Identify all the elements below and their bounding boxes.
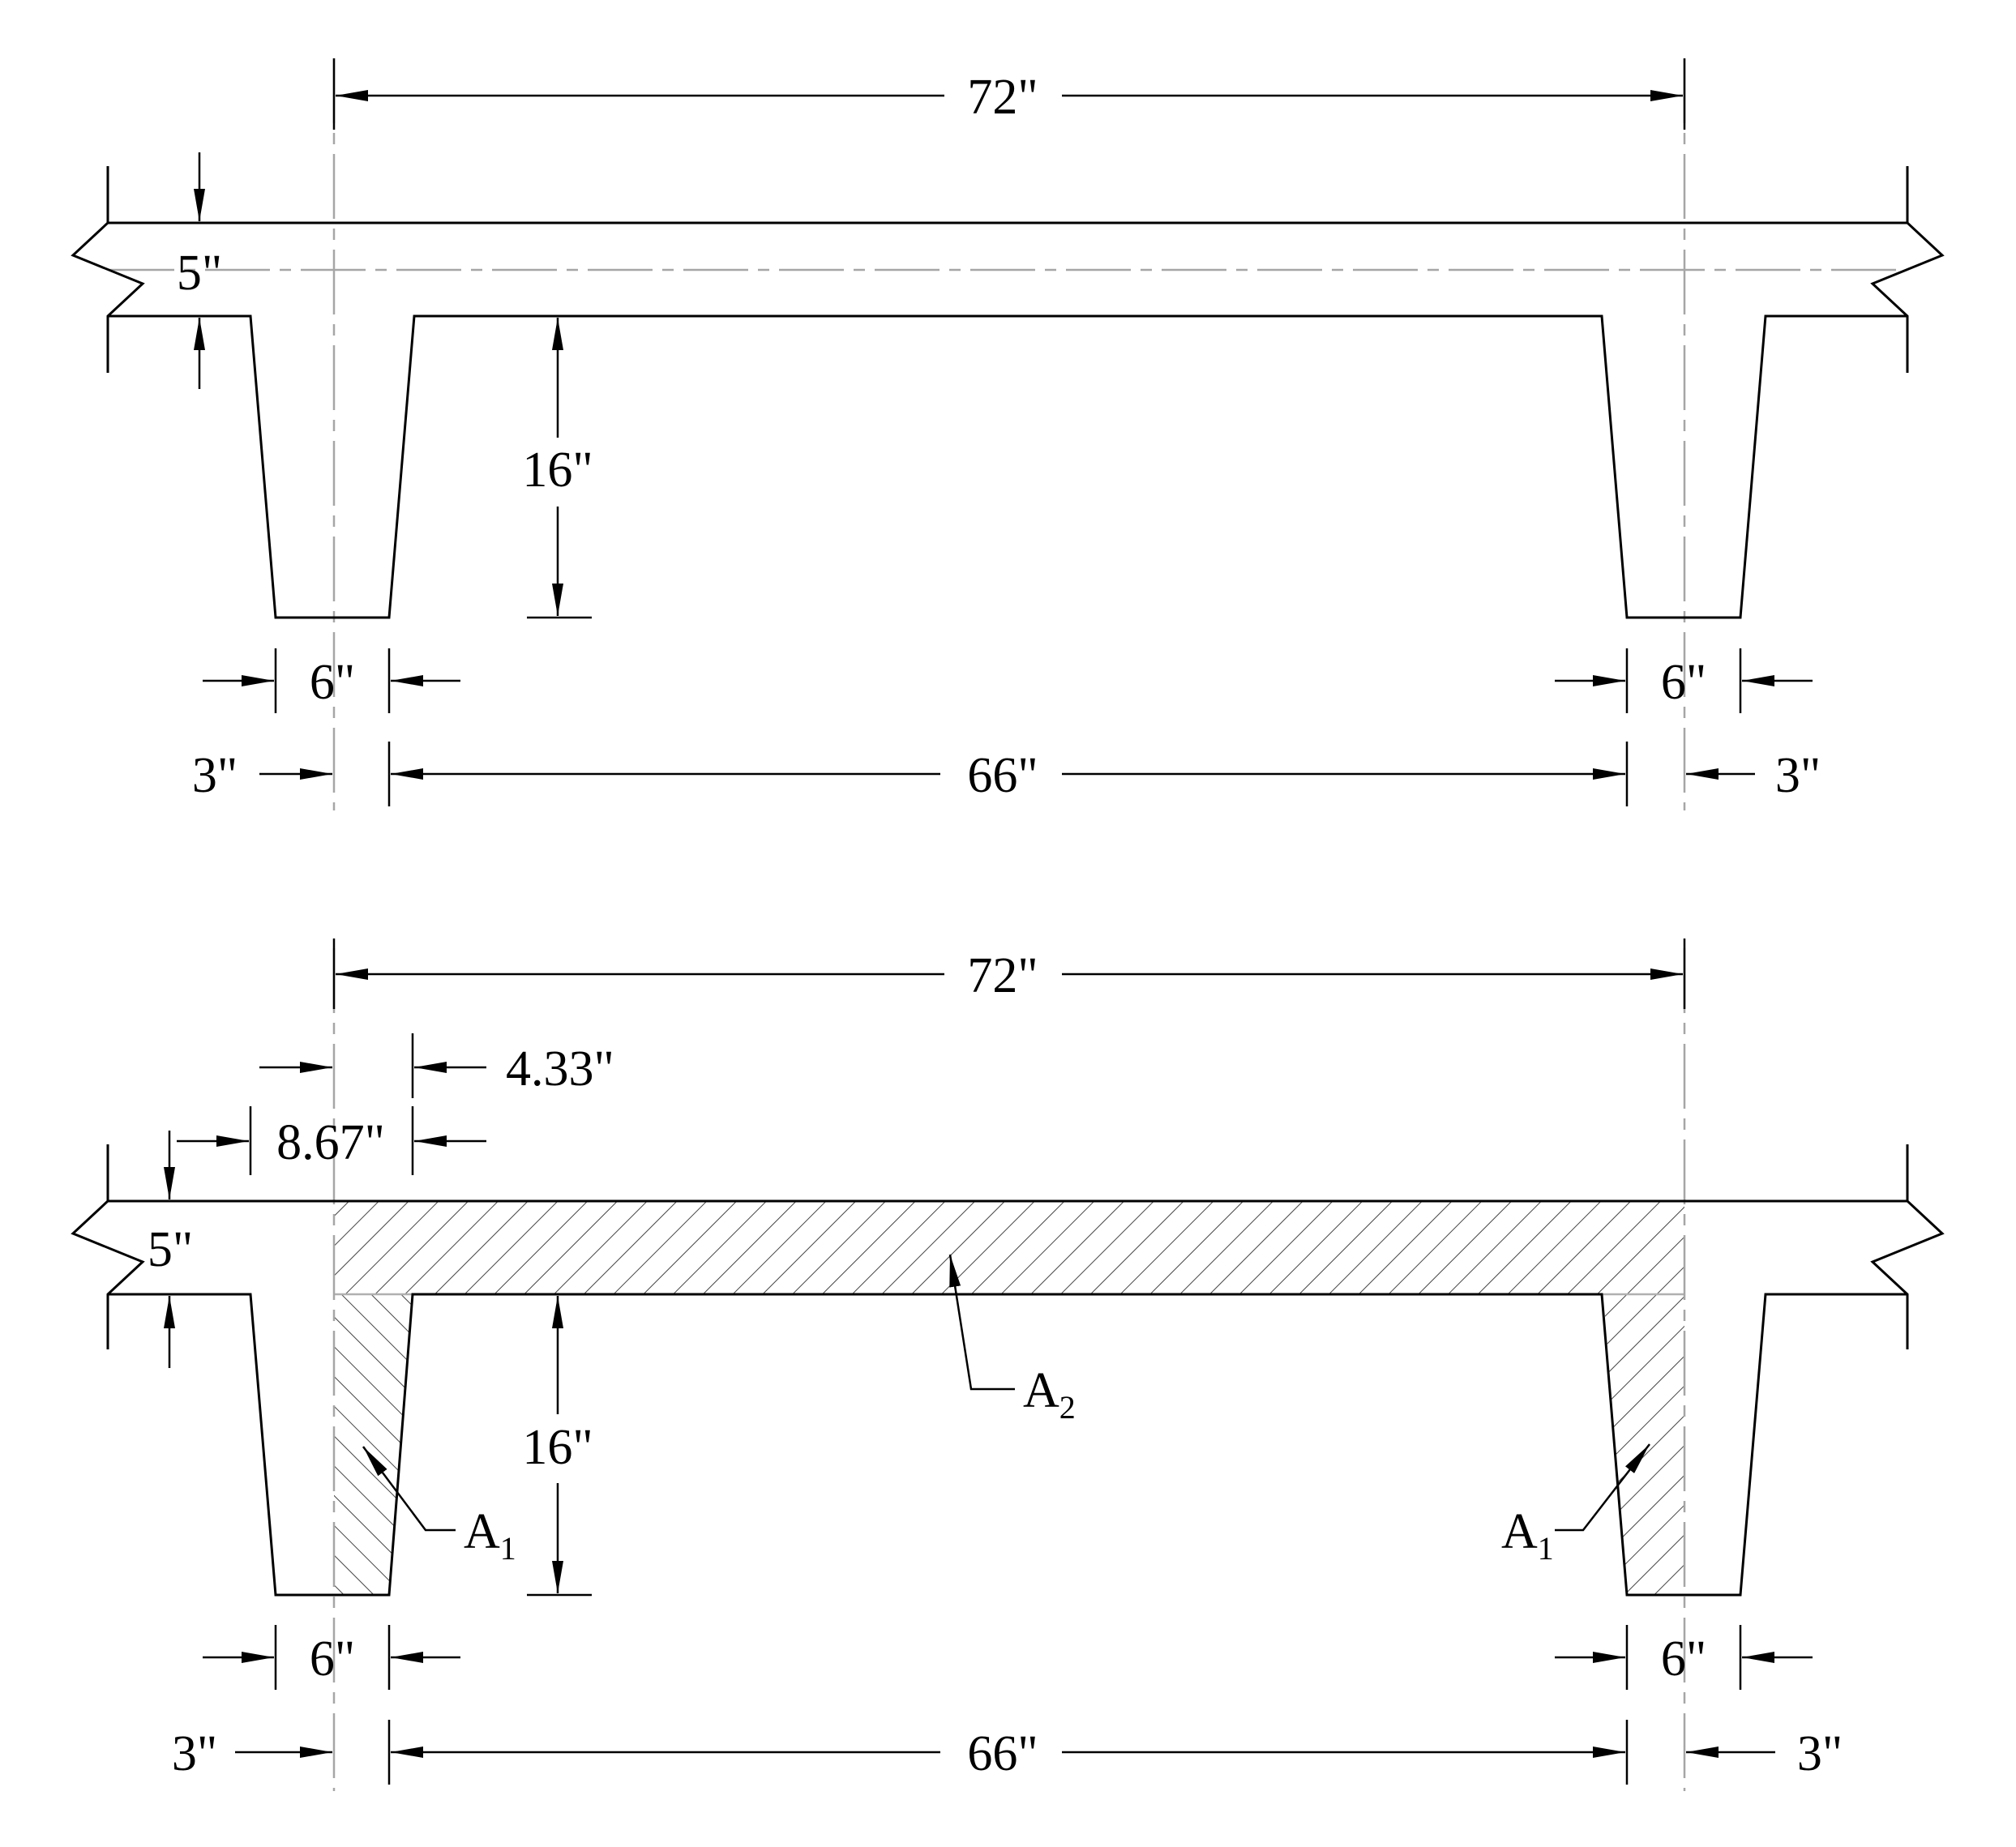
web-depth-label-b: 16"	[522, 1420, 593, 1475]
area-a1-right-label: A1	[1501, 1504, 1554, 1567]
taper-dim-label: 4.33"	[506, 1041, 614, 1097]
area-a2-hatch	[334, 1201, 1684, 1294]
clear-span-label: 66"	[967, 748, 1038, 803]
web-depth-label: 16"	[522, 443, 593, 498]
left-break-line	[71, 166, 145, 373]
offset-right-label: 3"	[1775, 748, 1821, 803]
span-dim-label-b: 72"	[967, 948, 1038, 1003]
a2-leader	[948, 1254, 1015, 1391]
clear-span-label-b: 66"	[967, 1726, 1038, 1781]
slab-thickness-label-b: 5"	[148, 1222, 193, 1277]
right-break-line	[1870, 166, 1945, 373]
a1-left-leader	[362, 1446, 456, 1532]
left-break-line-b	[71, 1144, 145, 1349]
right-break-line-b	[1870, 1144, 1945, 1349]
a1-right-leader	[1555, 1443, 1650, 1532]
area-a1-left-hatch	[334, 1294, 413, 1595]
offset-left-label: 3"	[192, 748, 238, 803]
left-web-width-label-b: 6"	[310, 1631, 355, 1687]
area-a2-label: A2	[1023, 1363, 1076, 1426]
bottom-section: 72" 4.33" 8.67" 5" 16" A2 A1	[71, 938, 1945, 1791]
span-dim-label: 72"	[967, 70, 1038, 125]
slab-thickness-label: 5"	[177, 246, 222, 301]
top-joist-outline	[108, 221, 1907, 619]
left-web-width-label: 6"	[310, 655, 355, 710]
area-a1-left-label: A1	[464, 1504, 516, 1567]
right-web-width-label: 6"	[1661, 655, 1706, 710]
offset-right-label-b: 3"	[1797, 1726, 1843, 1781]
offset-left-label-b: 3"	[172, 1726, 217, 1781]
right-web-width-label-b: 6"	[1661, 1631, 1706, 1687]
bottom-joist-outline	[108, 1199, 1907, 1597]
top-web-dim-label: 8.67"	[276, 1115, 385, 1170]
top-section: 72" 5" 16" 6" 6" 3" 66" 3"	[71, 58, 1945, 810]
